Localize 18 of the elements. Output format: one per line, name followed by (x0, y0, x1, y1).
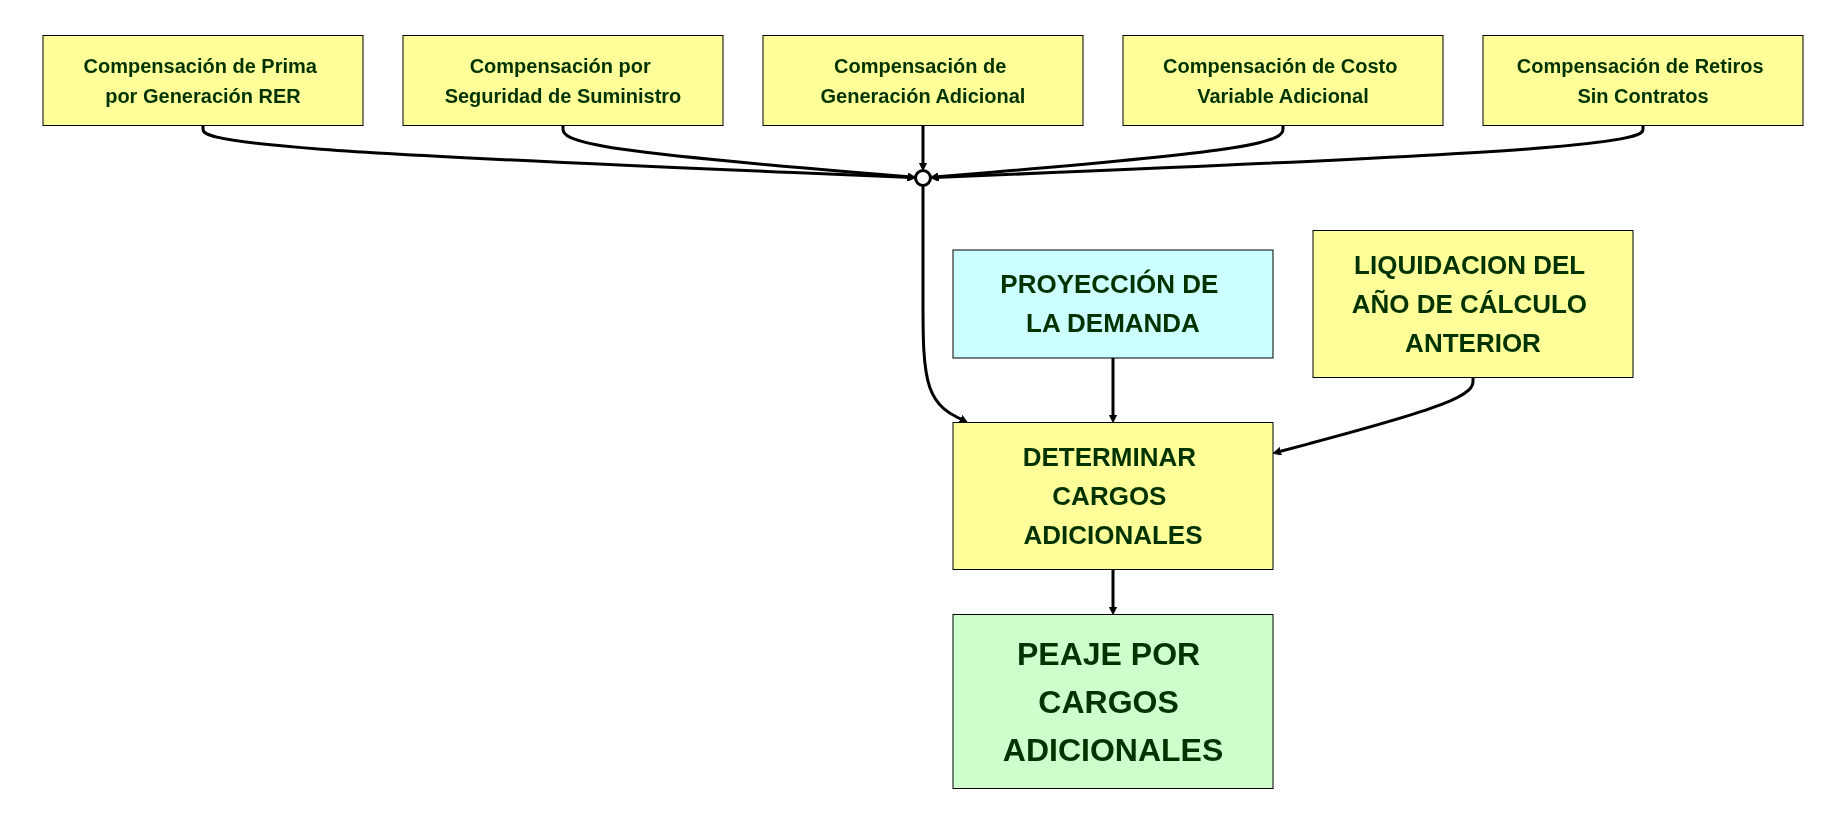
arrow (918, 125, 927, 171)
arrow (1108, 569, 1117, 615)
arrow (201, 125, 916, 182)
arrow (921, 185, 968, 423)
arrow (929, 125, 1644, 182)
arrow (1272, 377, 1474, 456)
node-box: Compensación de Costo Variable Adicional (1122, 35, 1443, 126)
node-box: Compensación de Retiros Sin Contratos (1482, 35, 1803, 126)
arrow (1108, 358, 1117, 423)
node-box: Compensación de Generación Adicional (762, 35, 1083, 126)
node-box: LIQUIDACION DEL AÑO DE CÁLCULO ANTERIOR (1312, 230, 1633, 378)
node-box: PEAJE POR CARGOS ADICIONALES (952, 614, 1273, 789)
arrow (561, 125, 916, 182)
node-box: Compensación de Prima por Generación RER (42, 35, 363, 126)
node-box: DETERMINAR CARGOS ADICIONALES (952, 422, 1273, 570)
node-circle (913, 169, 932, 187)
node-box: PROYECCIÓN DE LA DEMANDA (952, 249, 1273, 359)
node-box: Compensación por Seguridad de Suministro (402, 35, 723, 126)
